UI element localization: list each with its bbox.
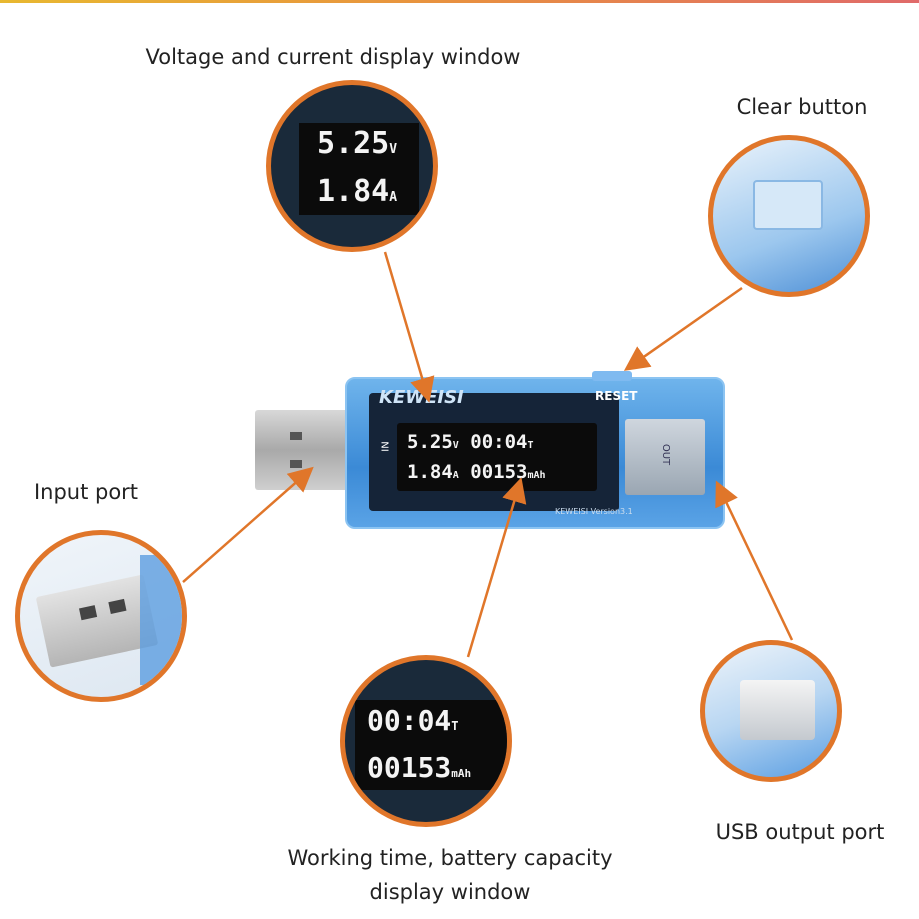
- arrow-time-capacity: [466, 477, 527, 658]
- zoom-current-value: 1.84: [317, 174, 390, 209]
- label-working-time: Working time, battery capacity display wi…: [287, 841, 612, 909]
- lcd-current-unit: A: [452, 470, 459, 481]
- zoom-current-unit: A: [389, 190, 398, 205]
- label-voltage-current: Voltage and current display window: [145, 45, 521, 69]
- label-input-port: Input port: [33, 480, 139, 504]
- zoom-time-value: 00:04: [367, 704, 452, 737]
- reset-button: [592, 371, 632, 381]
- zoom-capacity-value: 00153: [367, 751, 452, 784]
- version-label: KEWEISI Version3.1: [555, 507, 633, 516]
- label-working-time-line1: Working time, battery capacity: [287, 846, 613, 870]
- label-clear-button: Clear button: [736, 95, 868, 119]
- reset-label: RESET: [595, 389, 638, 403]
- zoom-circle-clear-button: [708, 135, 870, 297]
- lcd-capacity-unit: mAh: [527, 470, 546, 481]
- lcd-time: 00:04: [470, 431, 528, 453]
- lcd-voltage: 5.25: [407, 431, 453, 453]
- zoom-circle-input-port: [15, 530, 187, 702]
- zoom-circle-usb-output: [700, 640, 842, 782]
- arrow-voltage-current: [383, 251, 435, 403]
- label-usb-output-port: USB output port: [715, 820, 885, 844]
- zoom-circle-voltage-current: 5.25V 1.84A: [266, 80, 438, 252]
- device-edge: [140, 555, 182, 685]
- device-lcd-screen: 5.25V 00:04T 1.84A 00153mAh: [397, 423, 597, 491]
- reset-button-closeup: [753, 180, 823, 230]
- usb-socket-closeup: [740, 680, 815, 740]
- zoom-voltage-value: 5.25: [317, 126, 390, 161]
- label-working-time-line2: display window: [369, 880, 531, 904]
- lcd-time-unit: T: [527, 440, 534, 451]
- arrow-usb-output: [715, 480, 794, 641]
- top-gradient-bar: [0, 0, 919, 3]
- arrow-input-port: [182, 466, 314, 583]
- lcd-current: 1.84: [407, 461, 453, 483]
- usb-output-socket: OUT: [625, 419, 705, 495]
- zoom-capacity-unit: mAh: [451, 767, 472, 780]
- usb-tester-device: KEWEISI RESET IN 5.25V 00:04T 1.84A 0015…: [345, 371, 725, 529]
- zoom-time-unit: T: [451, 719, 459, 733]
- lcd-voltage-unit: V: [452, 440, 459, 451]
- zoom-voltage-unit: V: [389, 142, 398, 157]
- arrow-clear-button: [623, 286, 743, 371]
- zoom-circle-time-capacity: 00:04T 00153mAh: [340, 655, 512, 827]
